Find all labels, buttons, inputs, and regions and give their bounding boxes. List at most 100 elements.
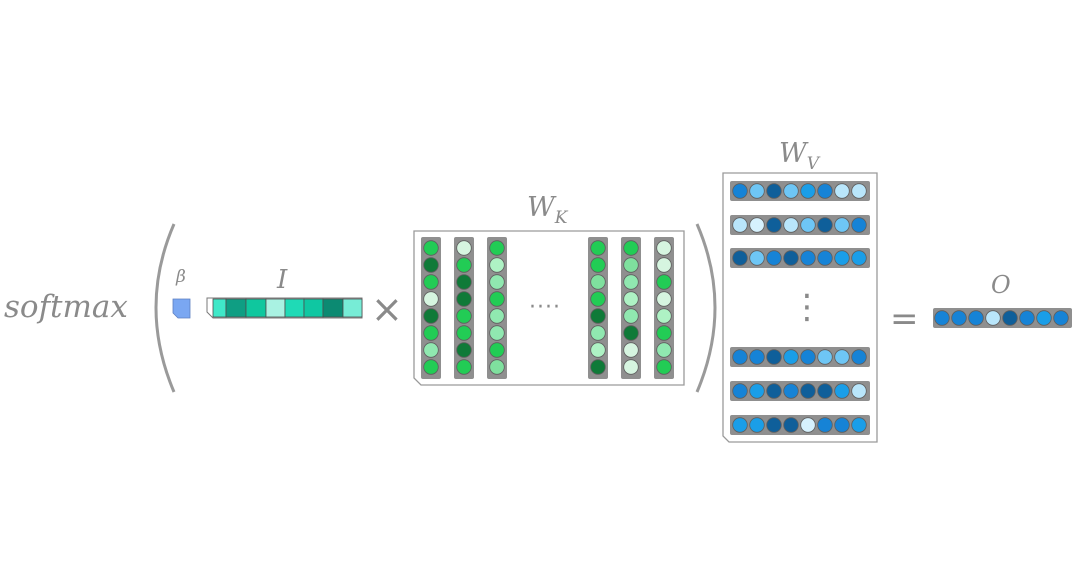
wk-dot-4-6 — [623, 342, 639, 358]
wv-label-main: W — [779, 138, 809, 169]
wv-dot-1-4 — [800, 217, 816, 233]
wv-dot-5-5 — [817, 417, 833, 433]
left-paren — [154, 223, 176, 393]
wk-dot-0-6 — [423, 342, 439, 358]
wk-dot-4-5 — [623, 325, 639, 341]
times-symbol: × — [371, 287, 403, 331]
wk-dot-2-2 — [489, 274, 505, 290]
wk-dot-3-5 — [590, 325, 606, 341]
wv-dot-5-1 — [749, 417, 765, 433]
wk-dot-1-2 — [456, 274, 472, 290]
wv-dot-4-7 — [851, 383, 867, 399]
input-cell-6 — [322, 298, 344, 318]
wv-dot-0-1 — [749, 183, 765, 199]
wk-dot-5-6 — [656, 342, 672, 358]
input-vector — [206, 297, 363, 319]
wv-dot-4-3 — [783, 383, 799, 399]
wk-dot-3-2 — [590, 274, 606, 290]
wk-dot-5-7 — [656, 359, 672, 375]
wv-row-3 — [730, 347, 870, 367]
wv-dot-0-5 — [817, 183, 833, 199]
wk-dot-3-6 — [590, 342, 606, 358]
wk-dot-5-3 — [656, 291, 672, 307]
wv-dot-1-1 — [749, 217, 765, 233]
wv-dot-3-6 — [834, 349, 850, 365]
wk-matrix-columns — [421, 237, 674, 379]
wv-matrix-frame — [722, 172, 878, 443]
wv-dot-4-6 — [834, 383, 850, 399]
wk-dot-0-5 — [423, 325, 439, 341]
wk-dot-0-2 — [423, 274, 439, 290]
wv-dot-2-3 — [783, 250, 799, 266]
wk-dot-0-4 — [423, 308, 439, 324]
wk-dot-4-1 — [623, 257, 639, 273]
wk-dot-4-7 — [623, 359, 639, 375]
wk-dot-1-1 — [456, 257, 472, 273]
wk-column-4 — [621, 237, 641, 379]
wv-dot-2-5 — [817, 250, 833, 266]
wv-dot-1-7 — [851, 217, 867, 233]
input-cell-3 — [265, 298, 286, 318]
wv-row-2 — [730, 248, 870, 268]
wk-dot-2-6 — [489, 342, 505, 358]
wv-label-sub: V — [807, 154, 821, 174]
input-cell-1 — [225, 298, 247, 318]
wk-column-5 — [654, 237, 674, 379]
wv-dot-1-5 — [817, 217, 833, 233]
input-cell-5 — [303, 298, 324, 318]
wv-dot-5-7 — [851, 417, 867, 433]
wv-dot-3-7 — [851, 349, 867, 365]
wk-dot-4-3 — [623, 291, 639, 307]
wk-dot-1-7 — [456, 359, 472, 375]
wk-dot-4-4 — [623, 308, 639, 324]
wv-dot-4-2 — [766, 383, 782, 399]
wv-dot-2-2 — [766, 250, 782, 266]
wk-label-main: W — [527, 192, 557, 223]
wk-dot-2-3 — [489, 291, 505, 307]
wv-dot-3-1 — [749, 349, 765, 365]
wv-dot-2-6 — [834, 250, 850, 266]
output-dot-0 — [934, 310, 950, 326]
wv-dot-3-4 — [800, 349, 816, 365]
wk-dot-5-1 — [656, 257, 672, 273]
wv-matrix-rows — [730, 181, 870, 435]
wv-dot-0-6 — [834, 183, 850, 199]
output-dot-1 — [951, 310, 967, 326]
wv-dot-2-4 — [800, 250, 816, 266]
wv-dot-5-0 — [732, 417, 748, 433]
wv-dot-0-0 — [732, 183, 748, 199]
output-dot-2 — [968, 310, 984, 326]
wv-dot-2-1 — [749, 250, 765, 266]
wk-dot-3-4 — [590, 308, 606, 324]
wv-dot-5-4 — [800, 417, 816, 433]
wk-dot-1-0 — [456, 240, 472, 256]
wk-dot-3-3 — [590, 291, 606, 307]
output-label: O — [991, 271, 1011, 299]
output-dot-4 — [1002, 310, 1018, 326]
wv-dot-5-6 — [834, 417, 850, 433]
wv-dot-4-5 — [817, 383, 833, 399]
wv-dot-1-3 — [783, 217, 799, 233]
wv-dot-5-2 — [766, 417, 782, 433]
wk-dot-5-0 — [656, 240, 672, 256]
output-dot-6 — [1036, 310, 1052, 326]
wk-dot-5-5 — [656, 325, 672, 341]
wk-dot-1-5 — [456, 325, 472, 341]
wk-dot-2-5 — [489, 325, 505, 341]
wv-dot-0-3 — [783, 183, 799, 199]
input-cell-4 — [284, 298, 305, 318]
wk-dot-3-0 — [590, 240, 606, 256]
wv-dot-2-0 — [732, 250, 748, 266]
output-dot-7 — [1053, 310, 1069, 326]
wv-dot-1-6 — [834, 217, 850, 233]
wk-dot-2-1 — [489, 257, 505, 273]
wv-row-1 — [730, 215, 870, 235]
beta-block — [172, 298, 191, 319]
wk-dot-5-4 — [656, 308, 672, 324]
wk-dot-0-7 — [423, 359, 439, 375]
wv-row-4 — [730, 381, 870, 401]
wk-dot-2-4 — [489, 308, 505, 324]
wv-dot-4-0 — [732, 383, 748, 399]
